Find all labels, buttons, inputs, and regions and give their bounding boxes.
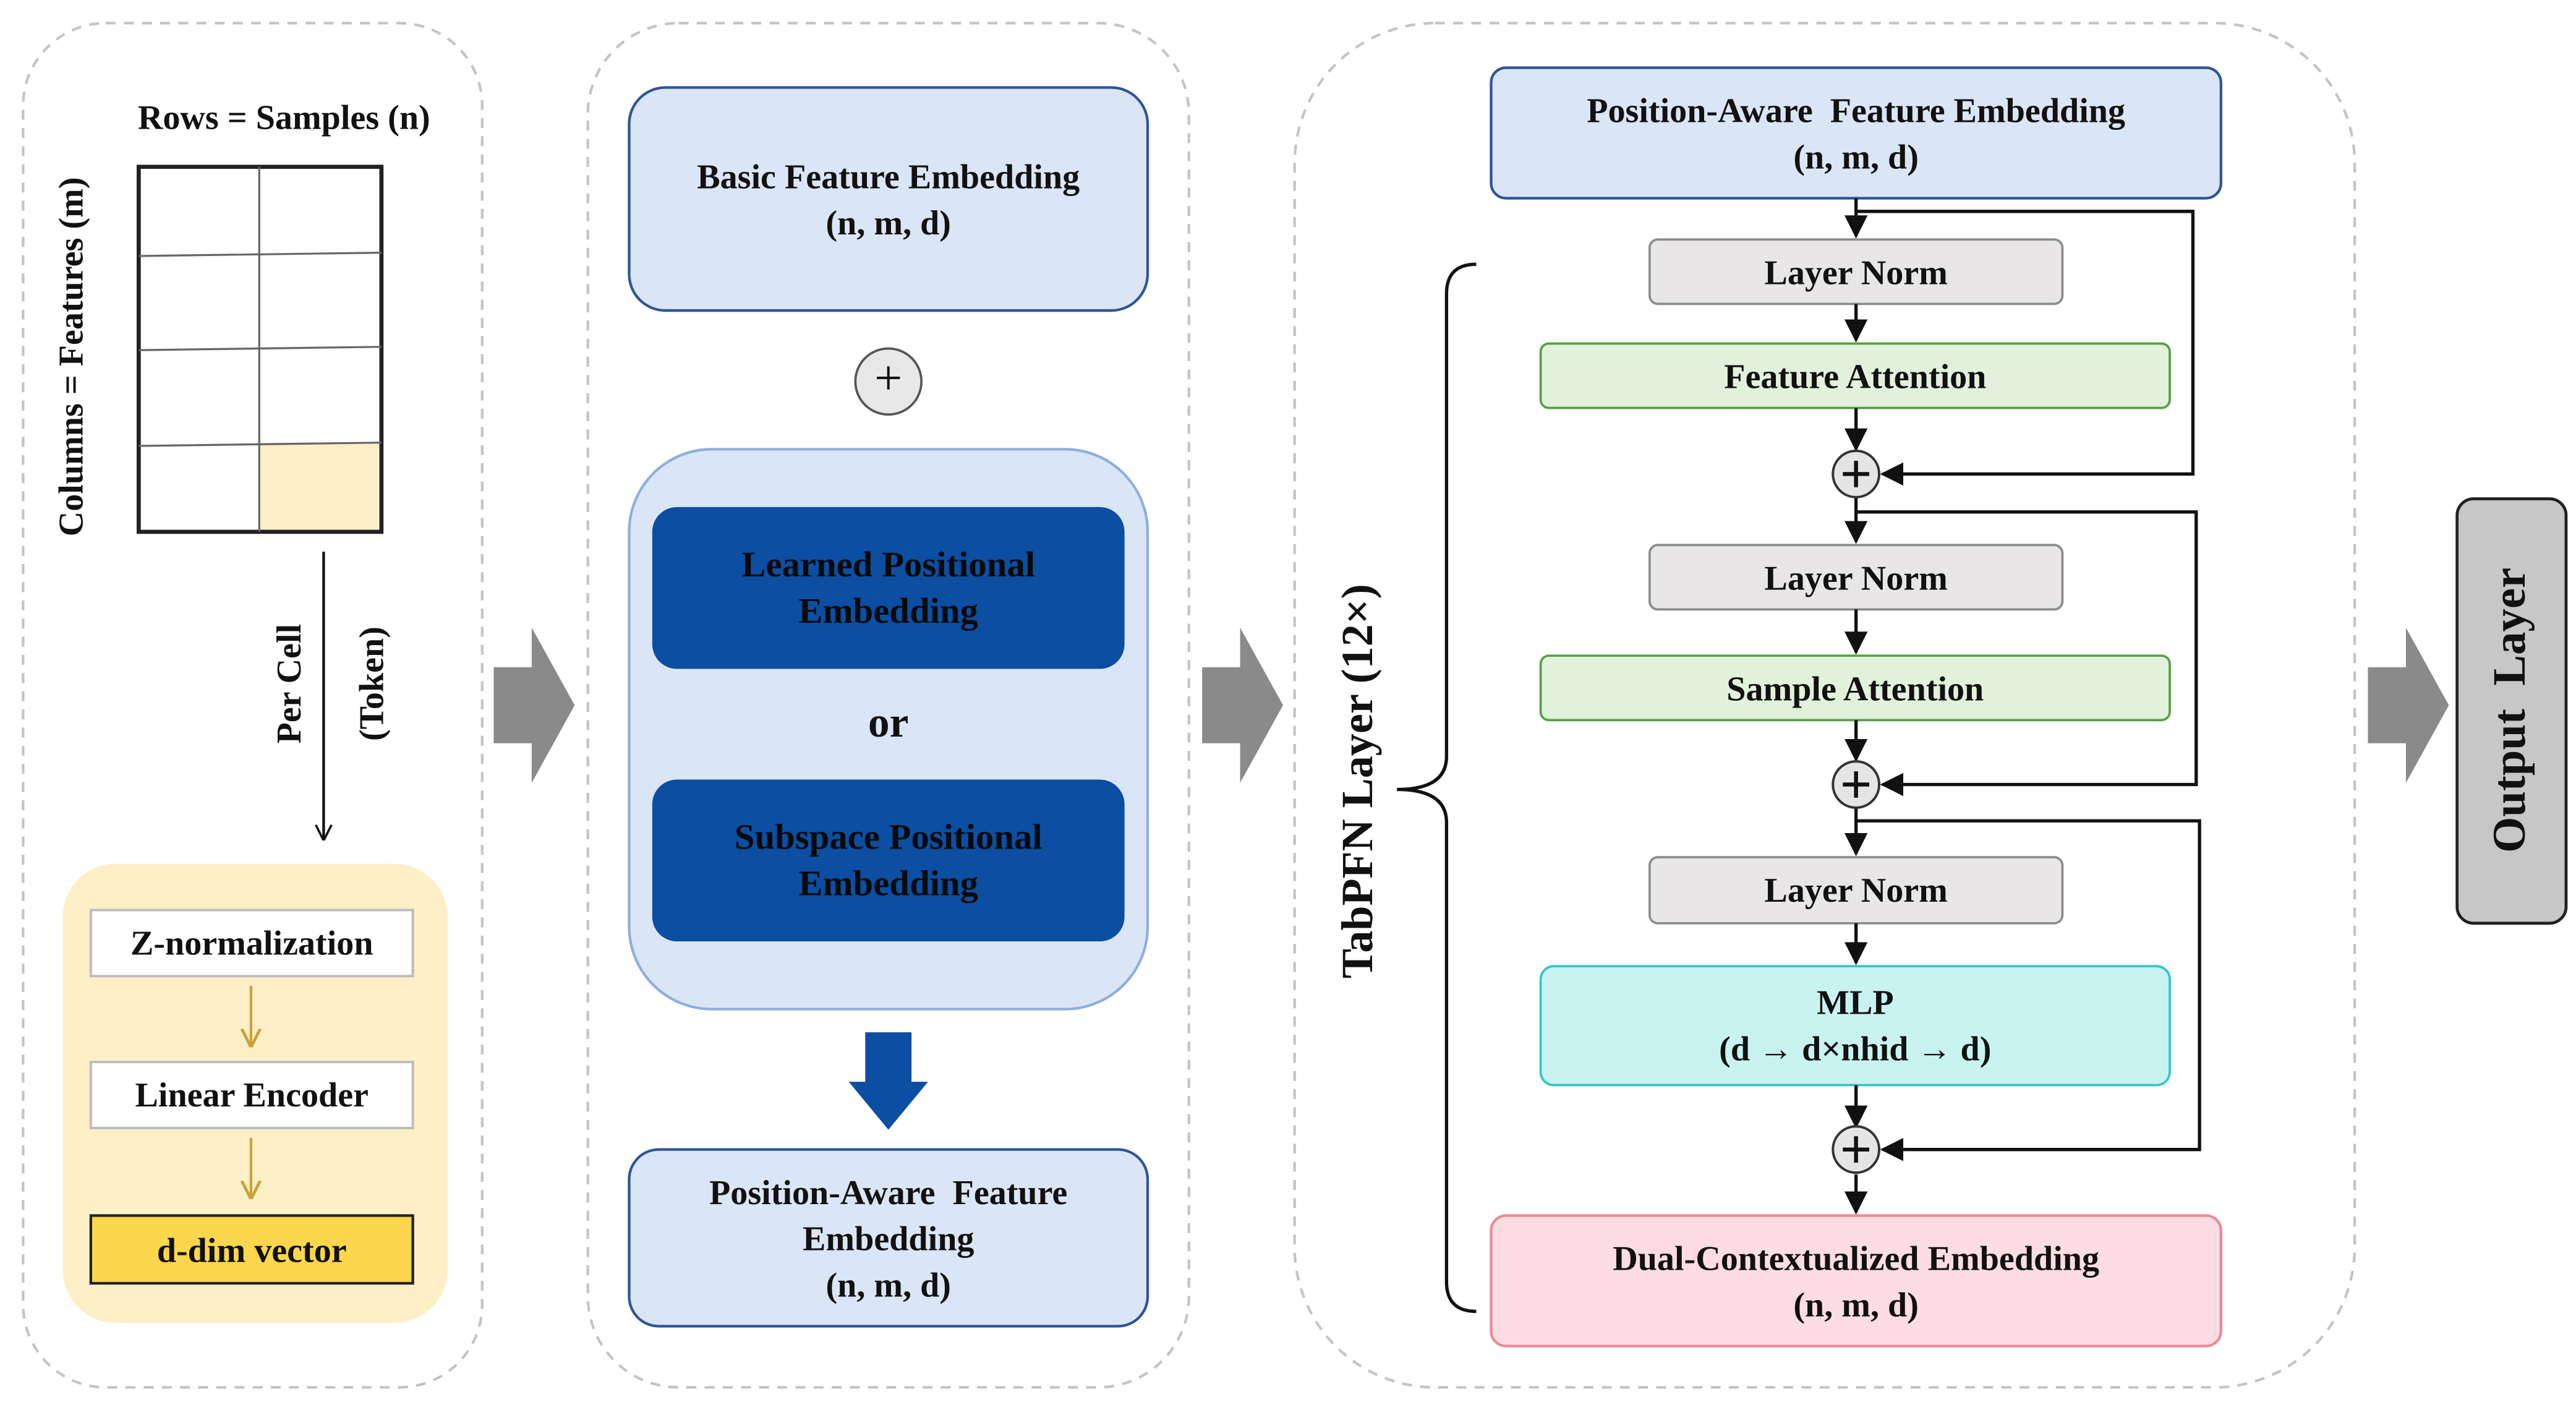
linear-encoder-label: Linear Encoder xyxy=(135,1075,369,1115)
z-normalization-box xyxy=(89,909,414,978)
flow-arrow-2 xyxy=(1202,627,1283,783)
d-dim-vector-box xyxy=(89,1214,414,1285)
add-symbol: + xyxy=(874,351,903,406)
position-aware-output-box xyxy=(628,1148,1149,1328)
linear-encoder-box xyxy=(89,1061,414,1129)
dual-contextualized-label: Dual-Contextualized Embedding (n, m, d) xyxy=(1491,1215,2220,1346)
basic-embedding-shape: (n, m, d) xyxy=(825,202,951,242)
or-label: or xyxy=(868,698,909,747)
tabpfn-layer-label: TabPFN Layer (12×) xyxy=(1333,584,1383,979)
input-panel xyxy=(22,22,484,1389)
dual-contextualized-box xyxy=(1490,1214,2222,1348)
flow-arrow-3 xyxy=(2368,627,2449,783)
position-aware-output-label: Position-Aware Feature Embedding (n, m, … xyxy=(629,1150,1148,1327)
position-aware-output-shape: (n, m, d) xyxy=(825,1264,951,1304)
tabpfn-layer-brace xyxy=(1397,262,1477,1314)
position-aware-output-line2: Embedding xyxy=(803,1218,975,1258)
layer-norm-label-1: Layer Norm xyxy=(1764,252,1948,292)
subspace-positional-line1: Subspace Positional xyxy=(734,816,1043,857)
tabpfn-input-label: Position-Aware Feature Embedding (n, m, … xyxy=(1491,67,2220,198)
subspace-positional-label: Subspace Positional Embedding xyxy=(652,779,1125,941)
mlp-title: MLP xyxy=(1817,982,1894,1023)
position-aware-output-line1: Position-Aware Feature xyxy=(709,1171,1068,1212)
output-layer-box xyxy=(2455,497,2568,925)
tabpfn-input-title: Position-Aware Feature Embedding xyxy=(1587,90,2126,130)
tabpfn-input-shape: (n, m, d) xyxy=(1793,136,1919,176)
basic-embedding-label: Basic Feature Embedding (n, m, d) xyxy=(629,88,1148,311)
per-cell-label: Per Cell xyxy=(269,623,309,744)
learned-positional-label: Learned Positional Embedding xyxy=(652,507,1125,669)
columns-label: Columns = Features (m) xyxy=(51,177,91,537)
rows-label: Rows = Samples (n) xyxy=(137,97,430,137)
add-circle xyxy=(854,347,923,416)
learned-positional-line1: Learned Positional xyxy=(741,543,1036,585)
input-table-grid xyxy=(136,165,384,534)
learned-positional-box xyxy=(652,507,1125,669)
residual-connections xyxy=(1856,210,2201,1161)
output-layer-label: Output Layer xyxy=(2485,567,2536,853)
basic-embedding-box xyxy=(628,86,1149,312)
d-dim-vector-label: d-dim vector xyxy=(156,1230,347,1270)
learned-positional-line2: Embedding xyxy=(798,589,979,631)
flow-arrow-1 xyxy=(493,627,575,783)
sample-attention-label: Sample Attention xyxy=(1726,668,1984,708)
token-label: (Token) xyxy=(351,627,391,742)
layer-norm-label-2: Layer Norm xyxy=(1764,557,1948,597)
subspace-positional-box xyxy=(652,779,1125,942)
z-normalization-label: Z-normalization xyxy=(130,923,373,963)
tabpfn-panel xyxy=(1293,22,2356,1389)
dual-contextualized-title: Dual-Contextualized Embedding xyxy=(1613,1238,2100,1278)
embedding-panel xyxy=(586,22,1190,1389)
mlp-detail: (d → d×nhid → d) xyxy=(1719,1029,1992,1069)
mlp-label: MLP (d → d×nhid → d) xyxy=(1541,966,2170,1085)
dual-contextualized-shape: (n, m, d) xyxy=(1793,1284,1919,1324)
layer-norm-label-3: Layer Norm xyxy=(1764,870,1948,910)
basic-embedding-title: Basic Feature Embedding xyxy=(697,156,1080,196)
subspace-positional-line2: Embedding xyxy=(798,862,979,904)
feature-attention-label: Feature Attention xyxy=(1724,356,1987,396)
down-block-arrow xyxy=(848,1032,928,1130)
residual-add-nodes xyxy=(1832,450,1881,1174)
